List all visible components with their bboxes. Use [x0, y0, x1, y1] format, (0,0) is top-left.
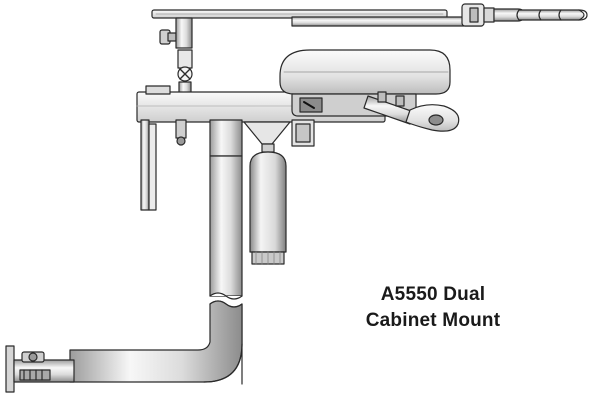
tension-knob — [159, 17, 193, 97]
lever-arm — [363, 91, 460, 132]
left-rod — [140, 119, 157, 211]
extension-arm — [291, 3, 485, 27]
product-caption: A5550 Dual Cabinet Mount — [338, 282, 528, 334]
adjustment-handle — [483, 7, 588, 23]
caption-line-1: A5550 Dual — [380, 284, 486, 305]
elbow-tube — [69, 300, 243, 383]
top-plate — [151, 9, 448, 19]
bottle-assembly — [243, 121, 291, 265]
caption-line-2: Cabinet Mount — [365, 310, 501, 331]
wall-bracket — [5, 345, 75, 393]
